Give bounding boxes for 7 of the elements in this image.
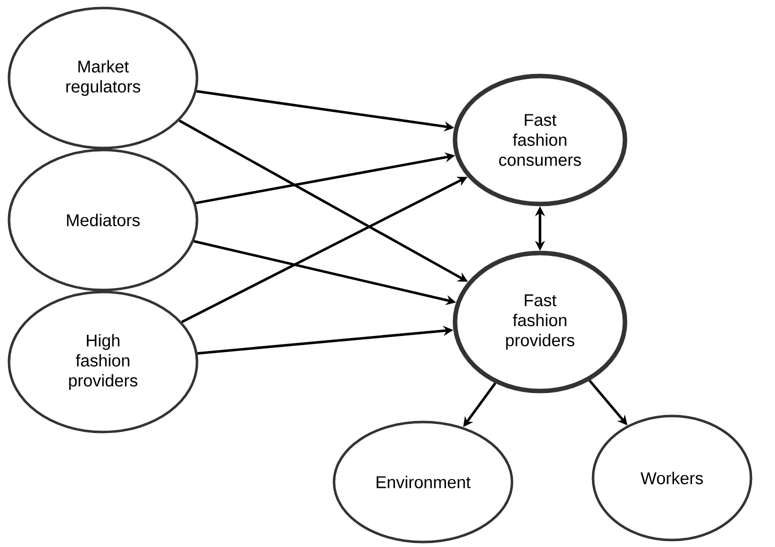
ellipse-node: Fast fashion consumers <box>452 74 628 206</box>
ellipse-node: High fashion providers <box>8 290 198 434</box>
ellipse-node: Workers <box>592 414 752 542</box>
ellipse-node: Market regulators <box>8 6 198 150</box>
ellipse-node: Mediators <box>8 148 198 292</box>
ellipse-node: Environment <box>332 420 514 544</box>
ellipse-node: Fast fashion providers <box>452 250 628 394</box>
